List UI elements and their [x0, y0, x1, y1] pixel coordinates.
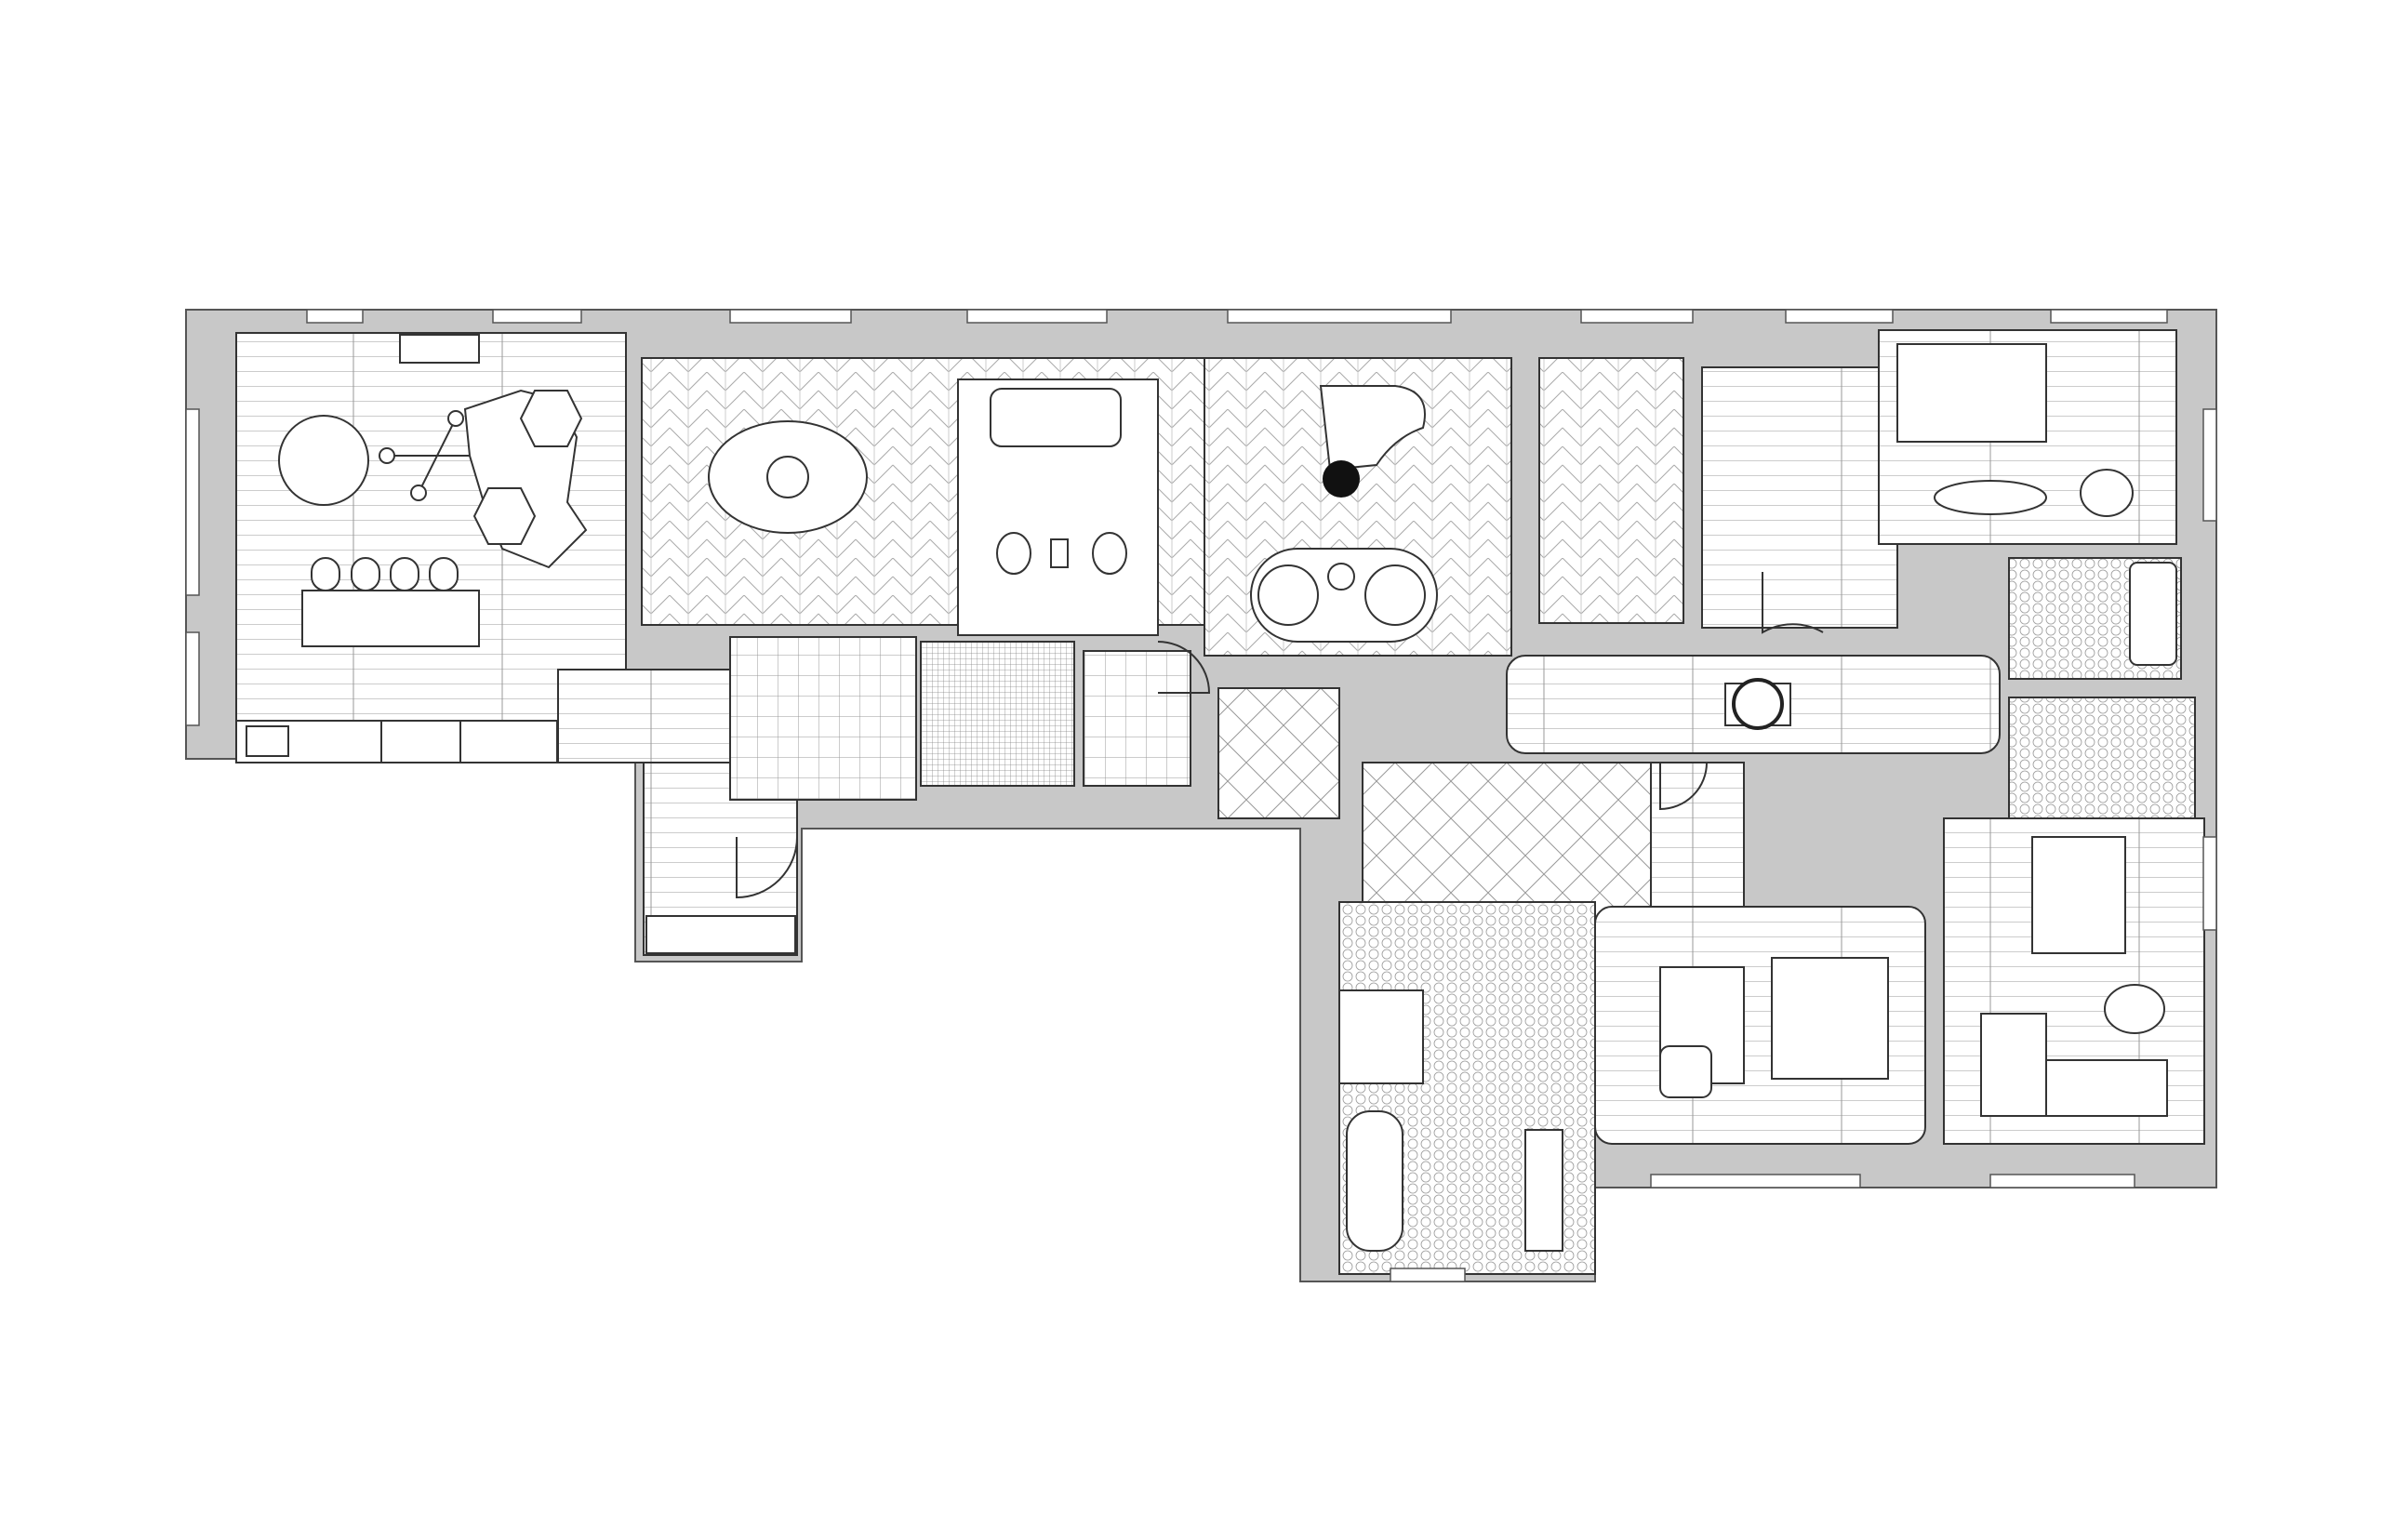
entry-bench	[645, 915, 796, 954]
window	[2202, 836, 2217, 931]
egg-chair	[2080, 469, 2134, 517]
window	[729, 309, 852, 324]
inner-hall	[1650, 762, 1745, 912]
bar-stools	[311, 557, 459, 591]
rug	[1934, 480, 2047, 515]
guest-wc	[1083, 650, 1191, 787]
armchair	[1092, 532, 1127, 575]
window	[185, 631, 200, 726]
fireplace	[399, 334, 480, 364]
window	[2202, 408, 2217, 522]
vanity	[1524, 1129, 1563, 1252]
lounge-chair	[1364, 564, 1426, 626]
window	[2050, 309, 2168, 324]
shower	[1338, 989, 1424, 1084]
range-cooktop	[380, 720, 461, 763]
window	[966, 309, 1108, 324]
coffee-table-hex	[472, 487, 537, 545]
window	[1227, 309, 1452, 324]
bathtub	[1346, 1110, 1403, 1252]
study	[1538, 357, 1684, 624]
piano-stool	[1323, 460, 1360, 498]
round-table	[1732, 678, 1784, 730]
door-swing	[1659, 762, 1708, 811]
window	[306, 309, 364, 324]
laundry	[729, 636, 917, 801]
door-swing	[736, 836, 798, 899]
bathtub	[2129, 562, 2177, 666]
powder-room	[920, 641, 1075, 787]
chandelier	[379, 410, 501, 501]
closet-room	[1701, 366, 1898, 629]
side-table	[1050, 538, 1069, 568]
rug	[1980, 1013, 2047, 1117]
round-dining-table	[278, 415, 369, 506]
bed	[1896, 343, 2047, 443]
coffee-table-hex	[519, 390, 583, 447]
window	[1390, 1268, 1466, 1282]
kitchen-island	[301, 590, 480, 647]
armchair	[996, 532, 1031, 575]
windows	[185, 309, 2217, 1282]
window	[1650, 1174, 1861, 1188]
door-swing	[1157, 641, 1211, 694]
grand-piano	[1319, 385, 1426, 471]
kitchen-corridor	[557, 669, 731, 763]
side-table	[1327, 563, 1355, 591]
bath-right	[2008, 697, 2196, 819]
window	[1580, 309, 1694, 324]
lounge-chair	[1257, 564, 1319, 626]
table-centerpiece	[766, 456, 809, 498]
sofa	[990, 388, 1122, 447]
vestibule	[1217, 687, 1340, 819]
bed	[1771, 957, 1889, 1080]
doors	[736, 572, 1824, 899]
window	[492, 309, 582, 324]
furniture	[235, 334, 2177, 1252]
armchair	[1659, 1045, 1712, 1098]
door-swing	[1762, 572, 1824, 634]
window	[185, 408, 200, 596]
window	[1989, 1174, 2135, 1188]
bed	[2031, 836, 2126, 954]
lounge-chair	[2104, 984, 2165, 1034]
window	[1785, 309, 1894, 324]
kitchen-sink	[246, 725, 289, 757]
